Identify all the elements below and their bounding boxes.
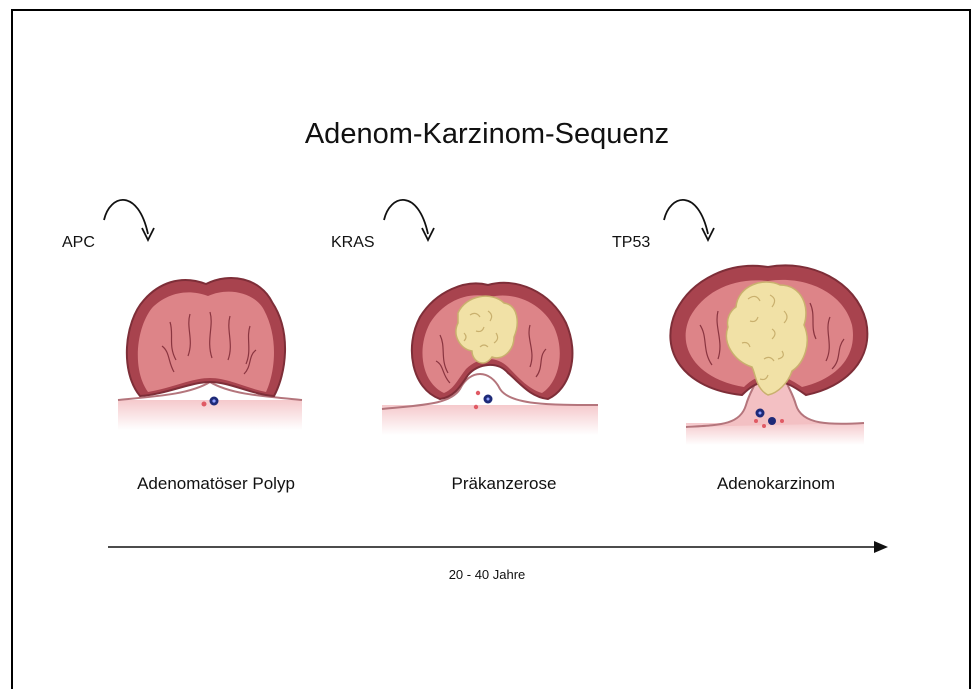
diagram-title: Adenom-Karzinom-Sequenz bbox=[0, 118, 974, 151]
mutation-arrow-apc bbox=[98, 190, 162, 246]
mutation-arrow-tp53 bbox=[658, 190, 722, 246]
timeline-arrow bbox=[108, 538, 890, 556]
stage-label-precancerous: Präkanzerose bbox=[384, 474, 624, 494]
adenomatous-polyp-illustration bbox=[110, 262, 310, 442]
mutation-arrow-kras bbox=[378, 190, 442, 246]
precancerous-polyp-illustration bbox=[380, 265, 600, 445]
stage-label-adenocarcinoma: Adenokarzinom bbox=[656, 474, 896, 494]
timeline-duration-label: 20 - 40 Jahre bbox=[0, 567, 974, 582]
stage-label-adenomatous-polyp: Adenomatöser Polyp bbox=[96, 474, 336, 494]
gene-label-apc: APC bbox=[62, 234, 95, 252]
adenocarcinoma-illustration bbox=[660, 255, 885, 450]
gene-label-kras: KRAS bbox=[331, 234, 375, 252]
gene-label-tp53: TP53 bbox=[612, 234, 650, 252]
